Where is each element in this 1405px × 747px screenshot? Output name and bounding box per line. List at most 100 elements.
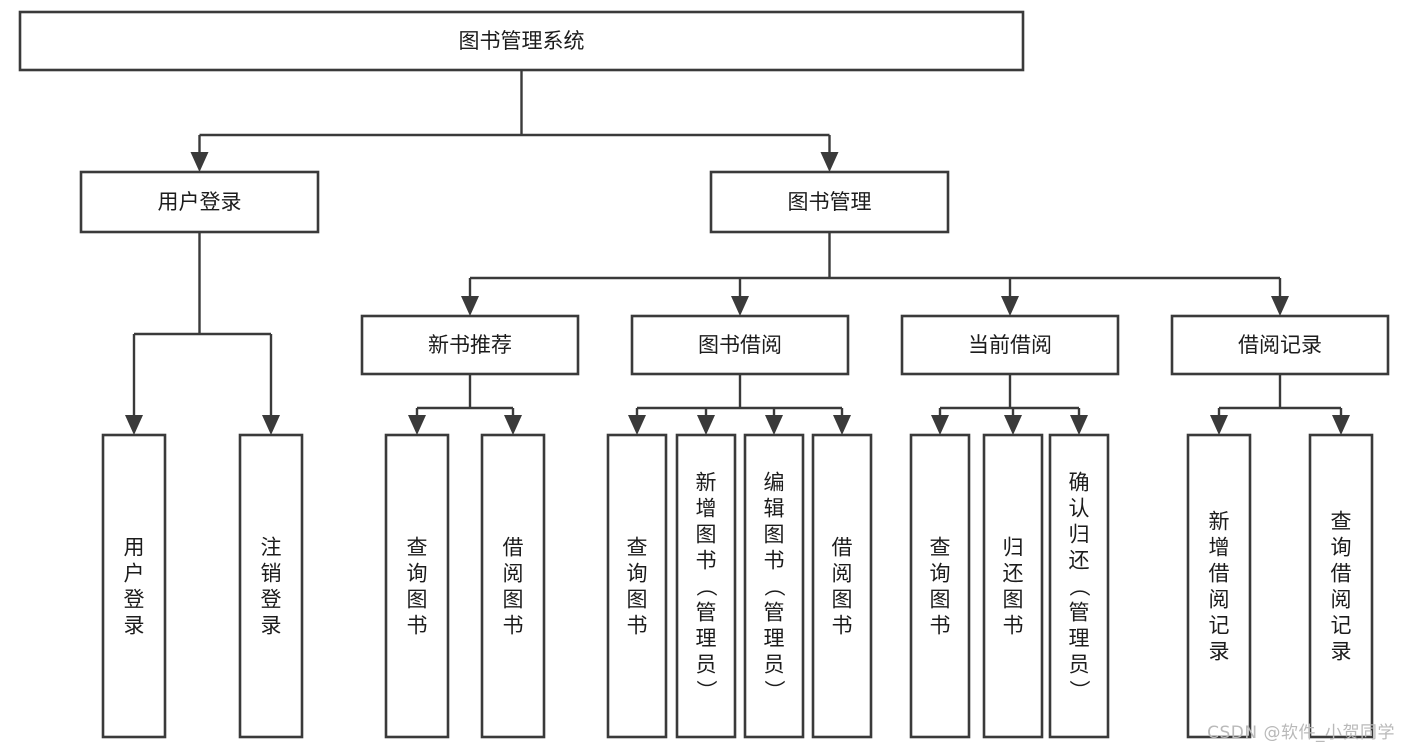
svg-text:图: 图 — [407, 587, 428, 611]
arrow-down-icon — [1004, 415, 1022, 435]
node-book-management-label: 图书管理 — [788, 190, 872, 214]
svg-text:阅: 阅 — [1331, 587, 1352, 611]
leaf-leaf-query-book-2-box[interactable] — [606, 433, 668, 739]
svg-text:）: ） — [1067, 680, 1091, 701]
svg-text:管: 管 — [696, 600, 717, 624]
node-borrow-record-box[interactable] — [1170, 314, 1390, 376]
svg-text:）: ） — [694, 680, 718, 701]
svg-text:录: 录 — [1209, 639, 1230, 663]
svg-text:（: （ — [1067, 576, 1091, 597]
leaf-leaf-logout-login-box[interactable] — [238, 433, 304, 739]
leaf-leaf-query-book-1-box[interactable] — [384, 433, 450, 739]
node-book-borrow-box[interactable] — [630, 314, 850, 376]
svg-text:录: 录 — [124, 613, 145, 637]
svg-text:阅: 阅 — [503, 561, 524, 585]
svg-text:）: ） — [762, 680, 786, 701]
arrow-down-icon — [697, 415, 715, 435]
svg-text:录: 录 — [261, 613, 282, 637]
arrow-down-icon — [731, 296, 749, 316]
svg-text:员: 员 — [696, 652, 717, 676]
svg-text:理: 理 — [1069, 626, 1090, 650]
svg-text:借: 借 — [832, 535, 853, 559]
svg-text:书: 书 — [930, 613, 951, 637]
svg-text:书: 书 — [627, 613, 648, 637]
watermark-text: CSDN @软件_小贺同学 — [1207, 723, 1395, 743]
node-book-borrow-label: 图书借阅 — [698, 333, 782, 357]
leaf-leaf-return-book-box[interactable] — [982, 433, 1044, 739]
node-current-borrow-label: 当前借阅 — [968, 333, 1052, 357]
svg-text:查: 查 — [627, 535, 648, 559]
leaf-leaf-user-login-label: 用户登录 — [124, 535, 145, 637]
node-user-login-box[interactable] — [79, 170, 320, 234]
arrow-down-icon — [408, 415, 426, 435]
svg-text:查: 查 — [407, 535, 428, 559]
svg-text:记: 记 — [1209, 613, 1230, 637]
svg-text:增: 增 — [696, 496, 717, 520]
svg-text:登: 登 — [124, 587, 145, 611]
svg-text:登: 登 — [261, 587, 282, 611]
svg-text:还: 还 — [1003, 561, 1024, 585]
svg-text:员: 员 — [1069, 652, 1090, 676]
svg-text:销: 销 — [261, 561, 282, 585]
svg-text:辑: 辑 — [764, 496, 785, 520]
leaf-leaf-user-login-box[interactable] — [101, 433, 167, 739]
svg-text:注: 注 — [261, 535, 282, 559]
svg-text:新: 新 — [1209, 509, 1230, 533]
leaf-leaf-confirm-return-box[interactable] — [1048, 433, 1110, 739]
svg-text:图: 图 — [1003, 587, 1024, 611]
svg-text:书: 书 — [1003, 613, 1024, 637]
svg-text:图: 图 — [930, 587, 951, 611]
leaf-leaf-edit-book-box[interactable] — [743, 433, 805, 739]
svg-text:归: 归 — [1003, 535, 1024, 559]
arrow-down-icon — [262, 415, 280, 435]
svg-text:录: 录 — [1331, 639, 1352, 663]
svg-text:阅: 阅 — [1209, 587, 1230, 611]
svg-text:询: 询 — [627, 561, 648, 585]
leaf-leaf-query-book-3-box[interactable] — [909, 433, 971, 739]
leaf-leaf-query-record-box[interactable] — [1308, 433, 1374, 739]
node-borrow-record-label: 借阅记录 — [1238, 333, 1322, 357]
svg-text:书: 书 — [503, 613, 524, 637]
arrow-down-icon — [820, 152, 839, 172]
svg-text:书: 书 — [407, 613, 428, 637]
root-node-box[interactable] — [18, 10, 1025, 72]
svg-text:书: 书 — [764, 548, 785, 572]
svg-text:书: 书 — [832, 613, 853, 637]
arrow-down-icon — [190, 152, 209, 172]
arrow-down-icon — [1271, 296, 1289, 316]
svg-text:确: 确 — [1069, 470, 1090, 494]
svg-text:书: 书 — [696, 548, 717, 572]
svg-text:阅: 阅 — [832, 561, 853, 585]
root-node-label: 图书管理系统 — [459, 29, 585, 53]
arrow-down-icon — [628, 415, 646, 435]
leaf-leaf-add-record-box[interactable] — [1186, 433, 1252, 739]
leaf-leaf-borrow-book-1-box[interactable] — [480, 433, 546, 739]
arrow-down-icon — [504, 415, 522, 435]
leaf-leaf-borrow-book-2-box[interactable] — [811, 433, 873, 739]
svg-text:新: 新 — [696, 470, 717, 494]
svg-text:图: 图 — [696, 522, 717, 546]
svg-text:管: 管 — [1069, 600, 1090, 624]
svg-text:归: 归 — [1069, 522, 1090, 546]
svg-text:编: 编 — [764, 470, 785, 494]
arrow-down-icon — [125, 415, 143, 435]
svg-text:用: 用 — [124, 535, 145, 559]
node-book-management-box[interactable] — [709, 170, 950, 234]
svg-text:员: 员 — [764, 652, 785, 676]
svg-text:户: 户 — [124, 561, 145, 585]
svg-text:理: 理 — [696, 626, 717, 650]
svg-text:借: 借 — [503, 535, 524, 559]
leaf-leaf-add-book-box[interactable] — [675, 433, 737, 739]
svg-text:图: 图 — [627, 587, 648, 611]
svg-text:询: 询 — [1331, 535, 1352, 559]
